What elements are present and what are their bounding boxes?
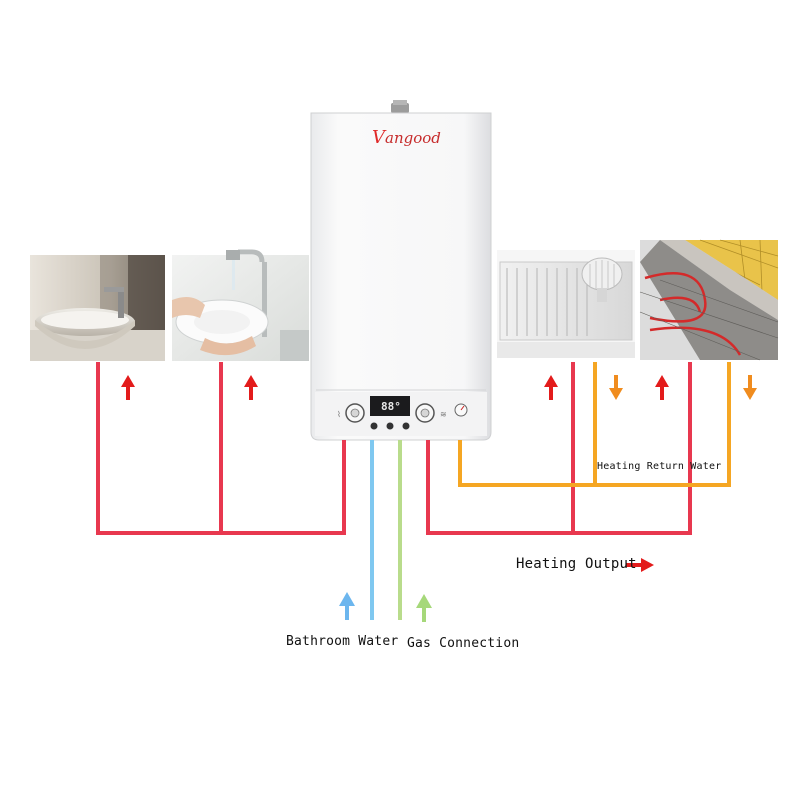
brand-logo-prefix: V [372,127,385,148]
photo-kitchen-dishwashing [172,249,309,361]
photo-bathroom-sink [30,255,165,361]
control-buttons[interactable] [370,422,410,430]
arrow-up-red-sink [121,375,135,400]
arrow-up-green-gas [416,594,432,622]
boiler-unit: ⌇ ≋ [310,100,492,441]
arrow-up-red-kitchen [244,375,258,400]
photo-underfloor-heating [639,239,779,361]
arrow-down-orange-radiator [609,375,623,400]
heating-return-water-label: Heating Return Water [597,461,722,472]
control-knob-left[interactable] [345,403,365,423]
pressure-gauge-icon [454,403,468,417]
control-knob-right[interactable] [415,403,435,423]
arrow-down-orange-floor [743,375,757,400]
brand-logo-suffix: angood [385,129,441,147]
arrow-up-blue-bathroom-water [339,592,355,620]
arrow-right-red-heating-output [626,558,654,572]
arrow-up-red-radiator [544,375,558,400]
display-readout: 88° [381,400,401,413]
hot-water-pipes [96,362,692,535]
brand-logo: Vangood [372,127,441,148]
svg-text:≋: ≋ [440,410,447,419]
svg-text:⌇: ⌇ [337,410,341,419]
gas-connection-label: Gas Connection [407,636,520,651]
heating-return-pipes [458,362,731,487]
heating-output-label: Heating Output [516,556,637,572]
bathroom-water-label: Bathroom Water [286,634,399,649]
arrow-up-red-floor [655,375,669,400]
photo-radiator [497,250,635,358]
display-screen [370,396,410,416]
